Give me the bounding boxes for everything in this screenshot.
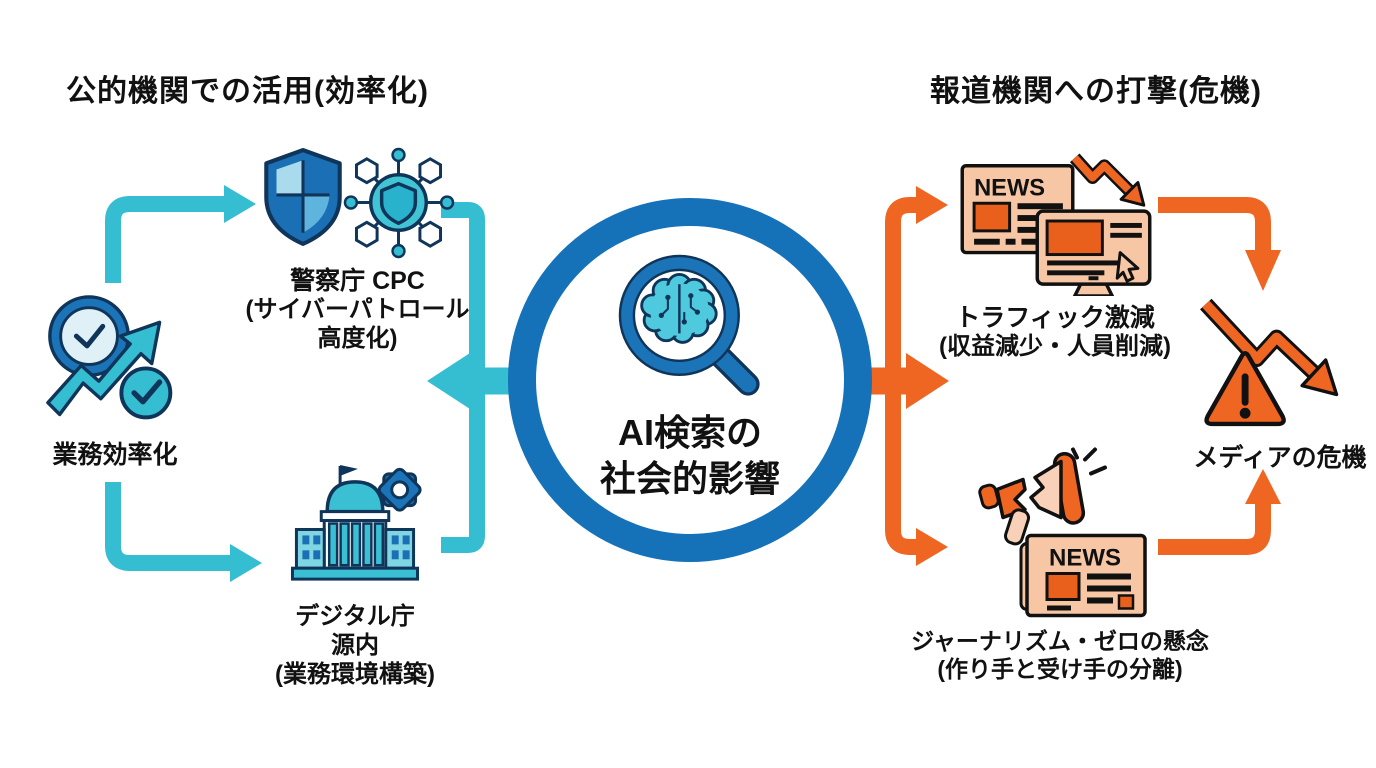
arrowhead-traffic-to-crisis <box>1245 250 1281 291</box>
cyber-network-shield-icon <box>343 147 454 259</box>
center-title-line1: AI検索の <box>617 412 762 453</box>
circuit-brain-icon <box>640 272 718 344</box>
flag-icon <box>340 464 358 476</box>
journalism-title: ジャーナリズム・ゼロの懸念 <box>911 628 1209 654</box>
broken-megaphone-news-icon: NEWS <box>977 447 1147 618</box>
news-badge: NEWS <box>1049 545 1121 572</box>
media-crisis-label: メディアの危機 <box>1193 444 1367 472</box>
node-police-cpc: 警察庁 CPC (サイバーパトロール 高度化) <box>225 146 490 354</box>
node-digital-agency: デジタル庁 源内 (業務環境構築) <box>255 460 455 689</box>
arrowhead-center-to-right <box>906 353 949 409</box>
newspaper-icon: NEWS <box>1019 533 1147 618</box>
arrowhead-efficiency-to-digital <box>230 544 262 582</box>
crash-zigzag-arrow <box>1200 298 1339 397</box>
police-title: 警察庁 CPC <box>290 267 425 295</box>
arrowhead-to-traffic <box>916 186 948 224</box>
government-building-icon <box>290 464 422 581</box>
arrowhead-efficiency-to-police <box>224 185 256 223</box>
cursor-icon <box>1115 251 1139 283</box>
section-title-news-media: 報道機関への打撃(危機) <box>930 75 1262 108</box>
arrow-efficiency-to-digital <box>105 482 230 571</box>
digital-title: デジタル庁 <box>295 603 415 630</box>
center-title-line2: 社会的影響 <box>599 458 780 500</box>
arrowhead-to-journalism <box>916 528 948 566</box>
node-traffic-decline: NEWS トラフィック激減 (収益減少・人員削減) <box>920 146 1190 362</box>
rising-arrow-shape <box>46 320 162 417</box>
efficiency-label: 業務効率化 <box>52 441 178 469</box>
node-journalism-zero: NEWS ジャーナリズム・ゼロの懸念 (作り手と受け手の分離) <box>900 443 1220 683</box>
decline-zigzag-arrow <box>1069 153 1145 207</box>
warning-triangle-icon <box>1204 351 1286 427</box>
arrowhead-center-to-left <box>427 353 470 409</box>
arrow-efficiency-to-police <box>105 196 224 283</box>
journalism-sub: (作り手と受け手の分離) <box>937 655 1183 682</box>
section-title-public-institutions: 公的機関での活用(効率化) <box>66 75 429 108</box>
center-topic-circle: AI検索の 社会的影響 <box>508 198 872 562</box>
digital-sub2: (業務環境構築) <box>275 660 435 688</box>
police-sub1: (サイバーパトロール <box>245 296 470 323</box>
police-sub2: 高度化) <box>317 324 398 352</box>
sound-lines <box>1070 447 1107 476</box>
bracket-right-nodes <box>885 197 918 555</box>
arrow-traffic-to-crisis <box>1158 197 1271 252</box>
broken-megaphone-icon <box>977 447 1107 546</box>
node-media-crisis: メディアの危機 <box>1190 292 1370 473</box>
arrowhead-journalism-to-crisis <box>1245 469 1281 504</box>
news-traffic-decline-icon: NEWS <box>960 153 1151 298</box>
police-shield-icon <box>263 148 342 246</box>
ai-search-magnifier-icon <box>618 254 760 396</box>
check-circle <box>119 366 173 420</box>
gear-icon <box>377 467 422 512</box>
efficiency-clock-chart-icon <box>46 295 173 420</box>
monitor-icon <box>1035 209 1151 298</box>
traffic-title: トラフィック激減 <box>955 304 1155 332</box>
media-crisis-icon <box>1200 298 1339 427</box>
traffic-sub: (収益減少・人員削減) <box>939 333 1171 360</box>
digital-sub1: 源内 <box>331 631 379 659</box>
arrow-journalism-to-crisis <box>1158 502 1271 555</box>
news-badge: NEWS <box>974 175 1045 201</box>
node-efficiency: 業務効率化 <box>35 293 195 470</box>
